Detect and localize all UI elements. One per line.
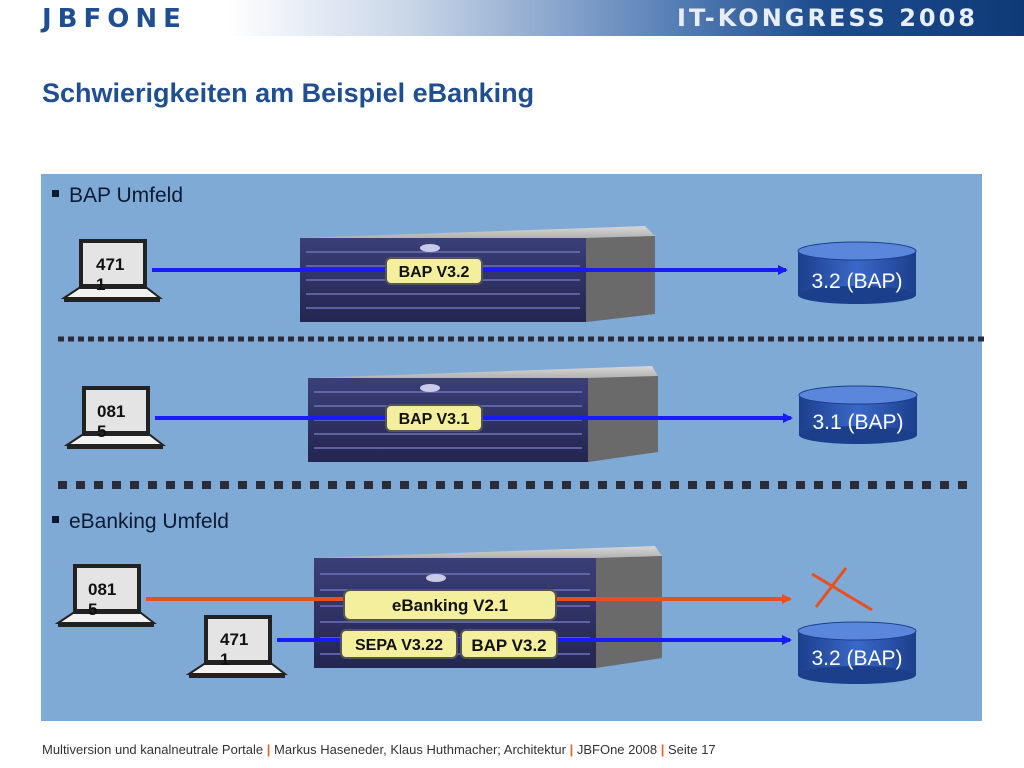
svg-text:3.2 (BAP): 3.2 (BAP) bbox=[811, 270, 902, 293]
footer-event: JBFOne 2008 bbox=[576, 742, 658, 757]
client-laptop-1 bbox=[60, 239, 163, 302]
svg-text:SEPA V3.22: SEPA V3.22 bbox=[355, 637, 443, 654]
database-1: 3.2 (BAP) bbox=[797, 241, 917, 304]
header-bar: JBFONE IT-KONGRESS 2008 bbox=[0, 0, 1024, 36]
database-2: 3.1 (BAP) bbox=[798, 385, 918, 444]
svg-text:3.2 (BAP): 3.2 (BAP) bbox=[811, 647, 902, 670]
label-bap-v31: BAP V3.1 bbox=[385, 404, 483, 432]
jbfone-logo: JBFONE bbox=[42, 4, 187, 34]
client-laptop-3 bbox=[54, 564, 157, 627]
label-bap-v32-ebanking: BAP V3.2 bbox=[460, 629, 558, 659]
cross-icon bbox=[811, 567, 873, 612]
footer-page: Seite 17 bbox=[667, 742, 716, 757]
svg-text:eBanking V2.1: eBanking V2.1 bbox=[392, 596, 508, 615]
label-bap-v32: BAP V3.2 bbox=[385, 257, 483, 285]
client-laptop-4 bbox=[185, 615, 288, 678]
label-ebanking-v21: eBanking V2.1 bbox=[343, 589, 557, 621]
footer: Multiversion und kanalneutrale Portale |… bbox=[42, 742, 716, 757]
section-bap-umfeld: BAP Umfeld bbox=[52, 184, 183, 208]
footer-topic: Multiversion und kanalneutrale Portale bbox=[42, 742, 264, 757]
slide-title: Schwierigkeiten am Beispiel eBanking bbox=[42, 78, 535, 108]
svg-text:BAP V3.2: BAP V3.2 bbox=[471, 636, 546, 655]
database-3: 3.2 (BAP) bbox=[797, 621, 917, 684]
footer-authors: Markus Haseneder, Klaus Huthmacher; Arch… bbox=[274, 742, 566, 757]
svg-text:3.1 (BAP): 3.1 (BAP) bbox=[812, 411, 903, 434]
client-laptop-2 bbox=[63, 386, 166, 449]
svg-text:BAP V3.1: BAP V3.1 bbox=[399, 411, 470, 428]
svg-text:BAP V3.2: BAP V3.2 bbox=[399, 264, 470, 281]
section-ebanking-umfeld: eBanking Umfeld bbox=[52, 510, 229, 534]
congress-title: IT-KONGRESS 2008 bbox=[677, 4, 978, 32]
server-2 bbox=[308, 366, 658, 462]
label-sepa-v322: SEPA V3.22 bbox=[340, 629, 458, 659]
